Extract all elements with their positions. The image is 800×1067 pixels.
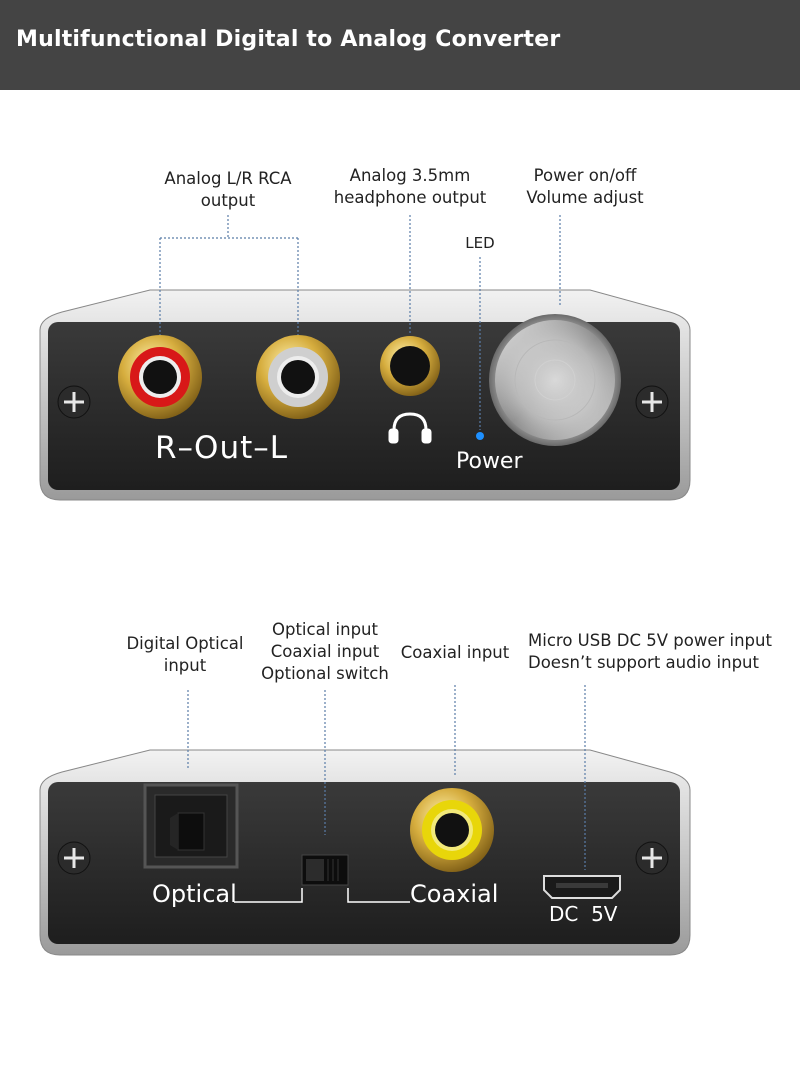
callout-usb-power: Micro USB DC 5V power input Doesn’t supp… (528, 631, 772, 672)
callout-headphone-output: Analog 3.5mm headphone output (333, 166, 487, 207)
rear-callout-lines (187, 685, 586, 870)
callout-rca-output: Analog L/R RCA output (164, 169, 292, 210)
slide-switch-icon[interactable] (301, 854, 349, 886)
header-bar: Multifunctional Digital to Analog Conver… (0, 0, 800, 90)
rca-left-jack[interactable] (256, 335, 340, 419)
page-title: Multifunctional Digital to Analog Conver… (16, 27, 561, 52)
power-label: Power (456, 449, 523, 474)
dc-5v-label: DC 5V (549, 902, 618, 926)
headphone-jack[interactable] (380, 336, 440, 396)
screw-plus-icon (57, 841, 91, 875)
micro-usb-port-icon[interactable] (543, 875, 621, 899)
screw-plus-icon (57, 385, 91, 419)
rca-right-jack[interactable] (118, 335, 202, 419)
callout-optical-input: Digital Optical input (126, 634, 244, 675)
switch-label-lines (234, 888, 410, 903)
volume-knob-icon[interactable] (489, 314, 621, 446)
screw-plus-icon (635, 385, 669, 419)
coaxial-port-icon[interactable] (410, 788, 494, 872)
rca-output-label: R–Out–L (155, 430, 289, 466)
callout-input-switch: Optical input Coaxial input Optional swi… (261, 620, 389, 683)
coaxial-label: Coaxial (410, 880, 499, 908)
optical-port-icon[interactable] (143, 783, 239, 869)
front-callout-lines (159, 215, 561, 430)
callout-led: LED (465, 234, 495, 252)
headphone-icon (388, 412, 432, 444)
callout-coaxial-input: Coaxial input (400, 643, 510, 662)
led-indicator (476, 432, 484, 440)
callout-power-volume: Power on/off Volume adjust (526, 166, 644, 207)
optical-label: Optical (152, 880, 237, 908)
screw-plus-icon (635, 841, 669, 875)
